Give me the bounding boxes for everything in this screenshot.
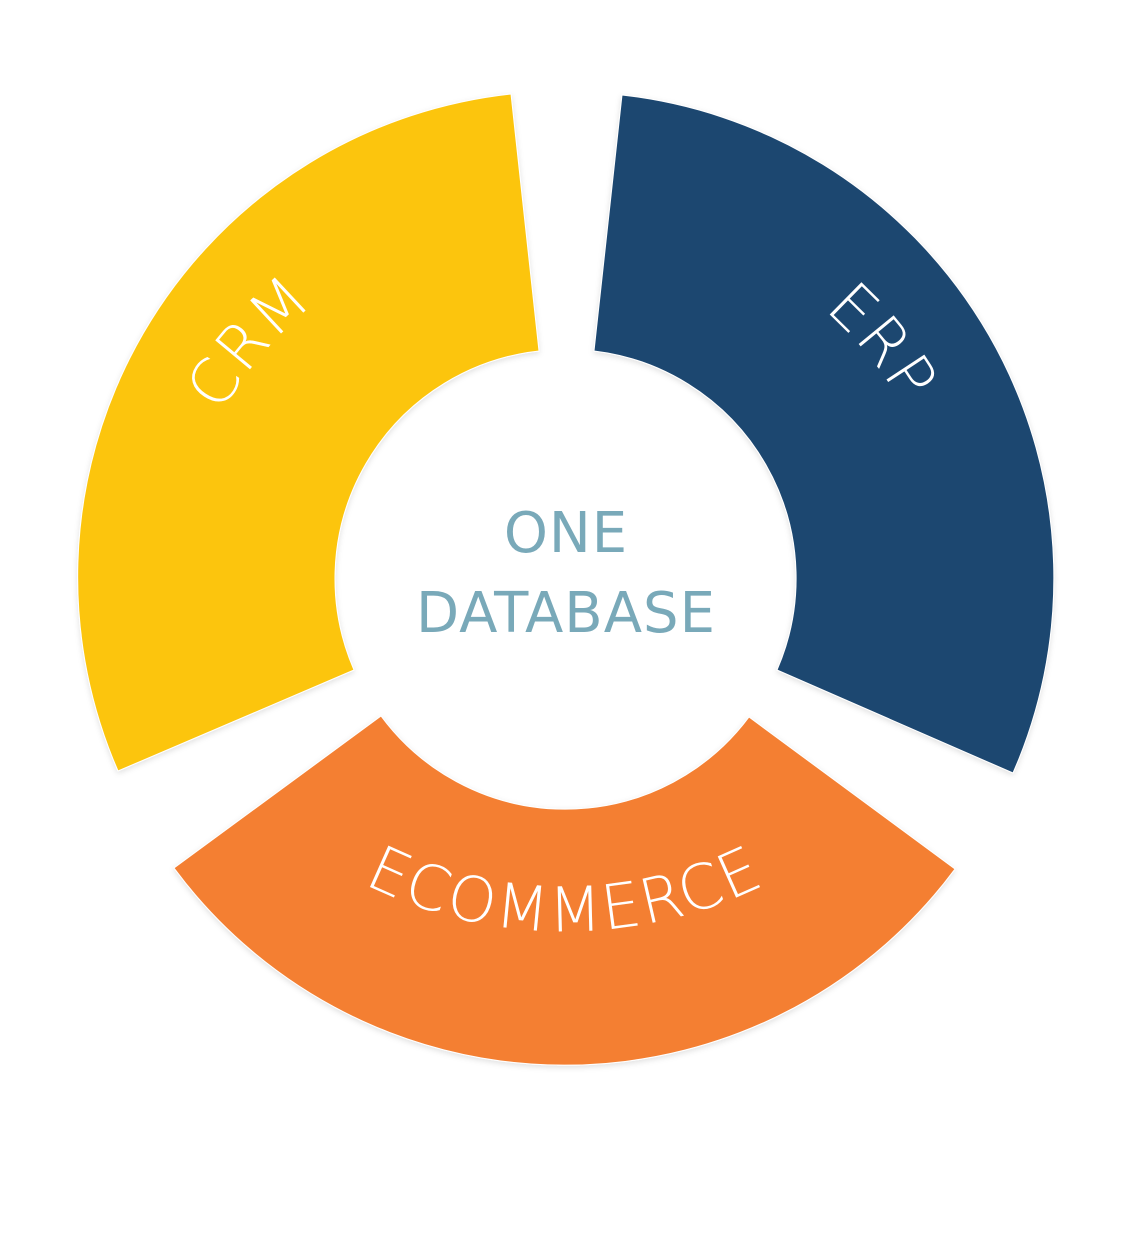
crm-segment <box>77 93 540 772</box>
center-label-line-2: DATABASE <box>416 581 716 646</box>
center-label-line-1: ONE <box>504 501 628 566</box>
ecommerce-segment <box>173 715 956 1066</box>
erp-segment <box>593 94 1055 774</box>
